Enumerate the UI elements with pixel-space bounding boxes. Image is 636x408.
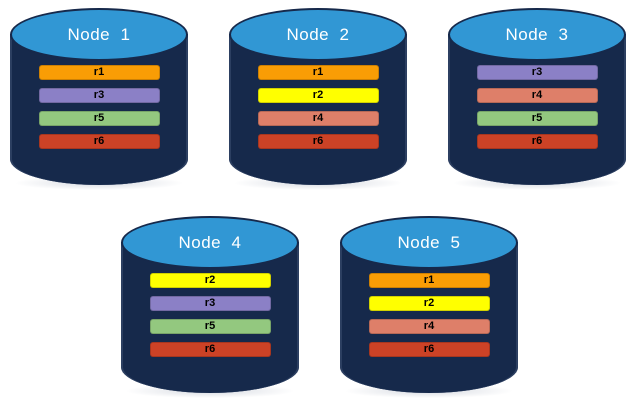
replica-bar-r6[interactable]: r6 bbox=[368, 342, 490, 357]
node-title: Node 4 bbox=[178, 232, 242, 252]
replica-bar-r1[interactable]: r1 bbox=[38, 65, 160, 80]
replica-bar-r4[interactable]: r4 bbox=[476, 88, 598, 103]
replica-bar-r6[interactable]: r6 bbox=[38, 134, 160, 149]
replica-bar-r3[interactable]: r3 bbox=[476, 65, 598, 80]
database-node-5[interactable]: Node 5 r1 r2 r4 r6 bbox=[340, 216, 518, 398]
replica-bar-r1[interactable]: r1 bbox=[368, 273, 490, 288]
database-node-2[interactable]: Node 2 r1 r2 r4 r6 bbox=[229, 8, 407, 190]
replica-bar-r6[interactable]: r6 bbox=[476, 134, 598, 149]
replica-bar-r3[interactable]: r3 bbox=[38, 88, 160, 103]
replica-list: r1 r3 r5 r6 bbox=[10, 65, 188, 149]
replica-bar-r3[interactable]: r3 bbox=[149, 296, 271, 311]
replica-list: r1 r2 r4 r6 bbox=[229, 65, 407, 149]
database-node-1[interactable]: Node 1 r1 r3 r5 r6 bbox=[10, 8, 188, 190]
replica-bar-r2[interactable]: r2 bbox=[368, 296, 490, 311]
replica-bar-r2[interactable]: r2 bbox=[149, 273, 271, 288]
replica-bar-r5[interactable]: r5 bbox=[476, 111, 598, 126]
replica-bar-r1[interactable]: r1 bbox=[257, 65, 379, 80]
replica-bar-r6[interactable]: r6 bbox=[257, 134, 379, 149]
cylinder-top-icon bbox=[340, 216, 518, 269]
cylinder-top-icon bbox=[229, 8, 407, 61]
cylinder-top-icon bbox=[448, 8, 626, 61]
replica-bar-r2[interactable]: r2 bbox=[257, 88, 379, 103]
cylinder-top-icon bbox=[10, 8, 188, 61]
database-node-3[interactable]: Node 3 r3 r4 r5 r6 bbox=[448, 8, 626, 190]
replica-list: r3 r4 r5 r6 bbox=[448, 65, 626, 149]
cylinder-top-icon bbox=[121, 216, 299, 269]
node-title: Node 3 bbox=[505, 24, 569, 44]
replica-list: r2 r3 r5 r6 bbox=[121, 273, 299, 357]
replica-list: r1 r2 r4 r6 bbox=[340, 273, 518, 357]
replica-bar-r4[interactable]: r4 bbox=[368, 319, 490, 334]
replica-bar-r5[interactable]: r5 bbox=[149, 319, 271, 334]
database-node-4[interactable]: Node 4 r2 r3 r5 r6 bbox=[121, 216, 299, 398]
node-title: Node 2 bbox=[286, 24, 350, 44]
node-title: Node 1 bbox=[67, 24, 131, 44]
node-title: Node 5 bbox=[397, 232, 461, 252]
replica-bar-r5[interactable]: r5 bbox=[38, 111, 160, 126]
replica-bar-r4[interactable]: r4 bbox=[257, 111, 379, 126]
replica-bar-r6[interactable]: r6 bbox=[149, 342, 271, 357]
